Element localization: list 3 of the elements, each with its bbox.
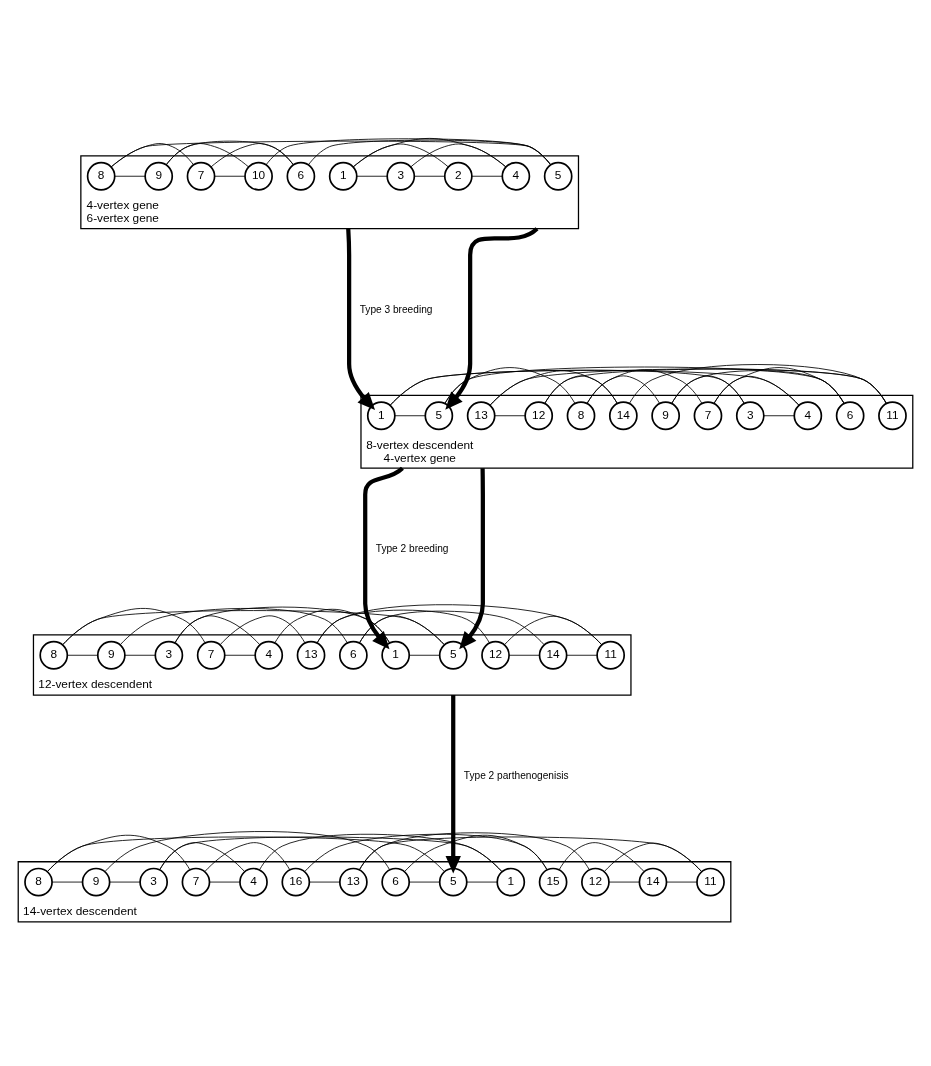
edge-label: Type 2 breeding bbox=[375, 542, 449, 554]
edge-label: Type 2 parthenogenisis bbox=[463, 769, 569, 781]
edge-label: Type 3 breeding bbox=[359, 303, 433, 315]
